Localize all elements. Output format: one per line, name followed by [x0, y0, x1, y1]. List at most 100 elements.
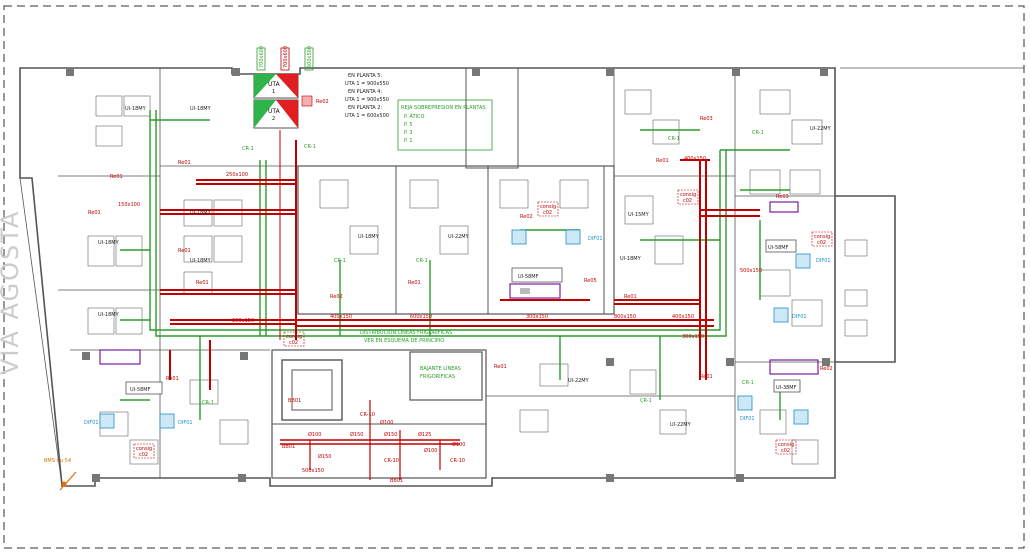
- bath-duct-label: BB01: [390, 478, 403, 484]
- structural-columns: [66, 68, 830, 482]
- small-unit-labels: UI-18MY UI-18MY UI-18MY UI-18MY UI-18MY …: [98, 106, 832, 428]
- thermostat-label: c02: [139, 452, 148, 458]
- distribution-note-line: DISTRIBUCIÓN LÍNEAS FRIGORÍFICAS: [360, 329, 452, 336]
- indoor-unit-right-top: UI-58MF: [765, 201, 799, 253]
- small-unit-label: UI-22MY: [568, 378, 590, 384]
- thermostat-label: c02: [781, 448, 790, 454]
- uta-note-line: EN PLANTA 2:: [348, 105, 382, 111]
- small-unit-label: UI-22MY: [448, 234, 470, 240]
- grille-label: Re01: [196, 280, 209, 286]
- air-ducts: [160, 130, 760, 480]
- thermostat-label: consig: [286, 334, 302, 340]
- uta-unit-1: UTA 1: [253, 73, 299, 99]
- thermostat-label: c02: [289, 340, 298, 346]
- unit-label: UI-58MF: [518, 274, 539, 280]
- cr-labels: CR-1 CR-1 CR-1 CR-1 CR-1 CR-1 CR-1 CR-1 …: [202, 130, 764, 406]
- thermostat-label: consig: [540, 204, 556, 210]
- uta-note-line: UTA 1 = 600x500: [345, 113, 389, 119]
- thermostat-label: c02: [683, 198, 692, 204]
- uta-note-line: EN PLANTA 4:: [348, 89, 382, 95]
- cr-label: CR-1: [742, 380, 754, 386]
- unit-label: UI-58MF: [768, 245, 789, 251]
- duct-size-label: 800x150: [614, 314, 636, 320]
- cr-label: CR-1: [202, 400, 214, 406]
- distribution-note: DISTRIBUCIÓN LÍNEAS FRIGORÍFICAS VER EN …: [360, 329, 452, 344]
- refrigerant-lines: [120, 110, 790, 420]
- small-unit-label: UI-18MY: [190, 258, 212, 264]
- duct-size-label: 250x100: [226, 172, 248, 178]
- duct-size-labels: 150x100 250x100 200x150 400x150 600x150 …: [118, 156, 762, 340]
- thermostat-label: c02: [543, 210, 552, 216]
- grille-label: Re01: [408, 280, 421, 286]
- diffuser-label: DIF01: [816, 258, 831, 264]
- duct-size-label: 300x150: [526, 314, 548, 320]
- bajante-note-line: FRIGORÍFICAS: [420, 373, 455, 380]
- diffuser-label: DIF01: [178, 420, 193, 426]
- unit-label: UI-58MF: [130, 387, 151, 393]
- bath-duct-label: Ø100: [452, 441, 465, 448]
- duct-size-label: 200x150: [232, 318, 254, 324]
- bathroom-duct-labels: Ø100 Ø150 Ø150 Ø125 Ø100 Ø100 Ø150 Ø100 …: [282, 398, 465, 484]
- grille-label: Re01: [178, 248, 191, 254]
- bath-duct-label: CR-10: [360, 412, 375, 418]
- uta-unit-2: UTA 2: [253, 99, 299, 129]
- diffuser-label: DIF01: [588, 236, 603, 242]
- bath-duct-label: CR-10: [450, 458, 465, 464]
- grille-label: Re05: [584, 278, 597, 284]
- grille-label: Re02: [330, 294, 343, 300]
- building-walls: [19, 67, 1024, 487]
- small-unit-label: UI-15MY: [628, 212, 650, 218]
- riser-note-item: P. 5: [404, 122, 413, 128]
- sheet-border: [3, 5, 1025, 549]
- riser-note-title: REJA SOBREPRESION EN PLANTAS:: [401, 105, 488, 111]
- cr-label: CR-1: [416, 258, 428, 264]
- bath-duct-label: CR-10: [384, 458, 399, 464]
- bms-marker: BMS Cu 54: [44, 458, 77, 491]
- grille-label: Re01: [656, 158, 669, 164]
- grille-label: Re03: [776, 194, 789, 200]
- uta-2-number: 2: [272, 116, 275, 122]
- cr-label: CR-1: [668, 136, 680, 142]
- diffusers: DIF01 DIF01 DIF01 DIF01 DIF01 DIF01: [84, 229, 831, 429]
- indoor-unit-center: UI-58MF: [509, 267, 563, 299]
- uta-2-label: UTA: [268, 108, 281, 115]
- diffuser-label: DIF01: [792, 314, 807, 320]
- small-unit-label: UI-18MY: [190, 106, 212, 112]
- indoor-unit-left: UI-58MF: [99, 349, 163, 395]
- small-unit-label: UI-18MY: [98, 312, 120, 318]
- street-label: VIA AGOSTA: [0, 210, 24, 375]
- bajante-note-line: BAJANTE LÍNEAS: [420, 365, 461, 372]
- bath-duct-label: Ø125: [418, 431, 431, 438]
- duct-size-label: 400x150: [684, 156, 706, 162]
- indoor-unit-right: UI-38MF: [769, 359, 819, 393]
- bajante-note: BAJANTE LÍNEAS FRIGORÍFICAS: [420, 365, 461, 380]
- cr-label: CR-1: [334, 258, 346, 264]
- small-unit-label: UI-18MY: [190, 210, 212, 216]
- uta-return-label: Re02: [316, 99, 329, 105]
- duct-size-label: 300x150: [682, 334, 704, 340]
- diffuser-label: DIF01: [740, 416, 755, 422]
- grille-label: Re01: [88, 210, 101, 216]
- small-unit-label: UI-18MY: [125, 106, 147, 112]
- cr-label: CR-1: [640, 398, 652, 404]
- bath-duct-label: BB01: [288, 398, 301, 404]
- thermostat-label: consig: [814, 234, 830, 240]
- riser-note-box: REJA SOBREPRESION EN PLANTAS: P. ÁTICO P…: [397, 99, 493, 151]
- grille-label: Re02: [820, 366, 833, 372]
- duct-size-label: 500x150: [740, 268, 762, 274]
- uta-note-line: UTA 1 = 900x550: [345, 81, 389, 87]
- riser-note-item: P. 1: [404, 138, 413, 144]
- riser-note-item: P. 3: [404, 130, 413, 136]
- grille-label: Re01: [166, 376, 179, 382]
- cr-label: CR-1: [304, 144, 316, 150]
- unit-label: UI-38MF: [776, 385, 797, 391]
- diffuser-label: DIF01: [84, 420, 99, 426]
- uta-1-number: 1: [272, 89, 275, 95]
- vent-label-2: 700x600: [283, 46, 289, 68]
- bms-label: BMS Cu 54: [44, 458, 71, 464]
- bath-duct-label: Ø150: [384, 431, 397, 438]
- duct-size-label: 400x150: [330, 314, 352, 320]
- uta-note-line: EN PLANTA 5:: [348, 73, 382, 79]
- bath-duct-label: Ø100: [308, 431, 321, 438]
